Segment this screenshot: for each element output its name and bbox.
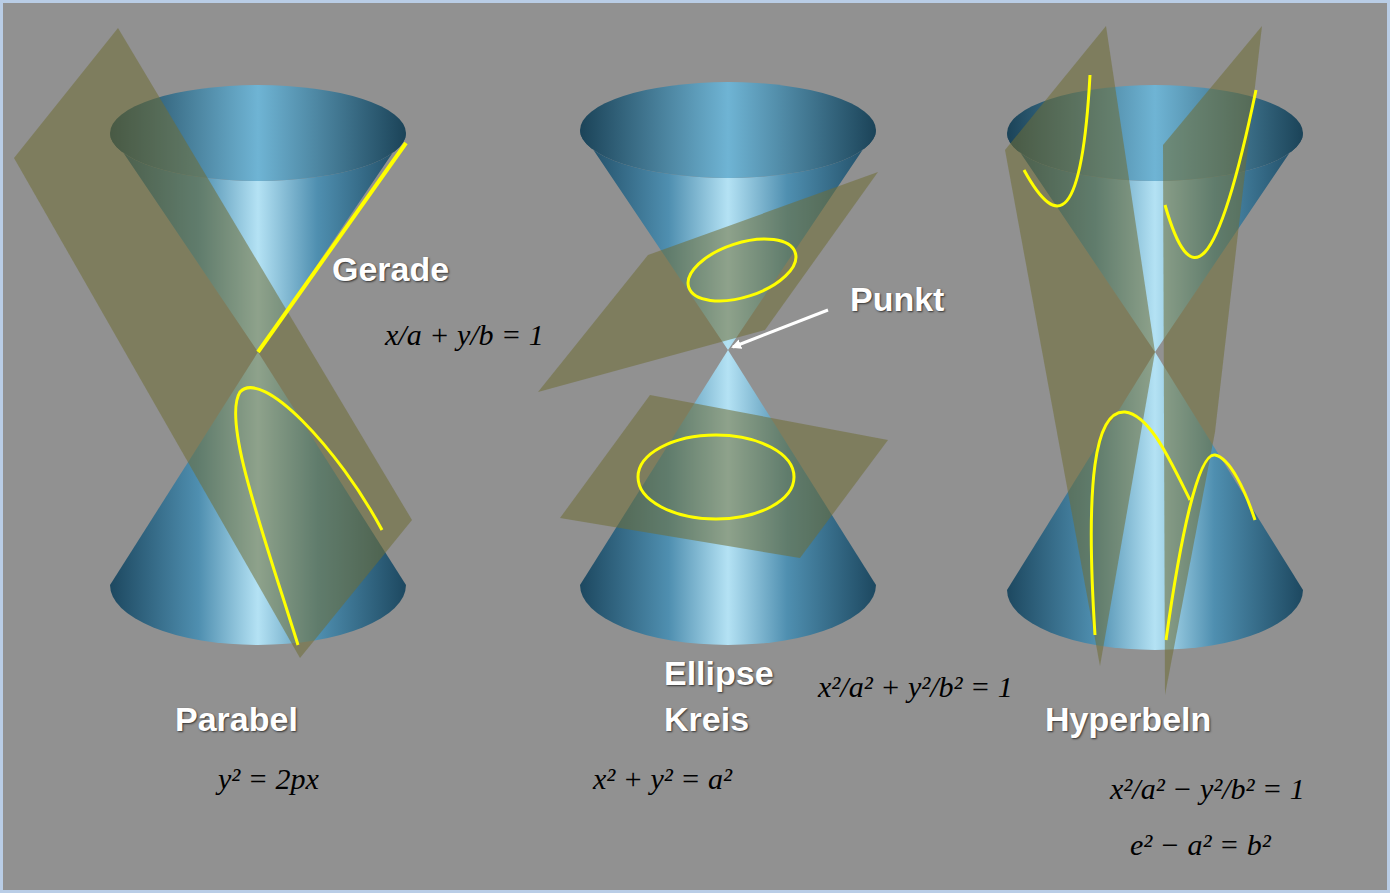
pointer-arrow: [733, 310, 828, 347]
equation: e² − a² = b²: [1130, 828, 1271, 862]
section-name: Ellipse: [664, 654, 774, 693]
equation: x² + y² = a²: [593, 762, 732, 796]
equation: x/a + y/b = 1: [385, 318, 544, 352]
equation: x²/a² + y²/b² = 1: [818, 670, 1013, 704]
hyperbola-curve: [1024, 75, 1090, 206]
circle-curve: [638, 435, 794, 519]
cutting-plane: [538, 172, 878, 392]
cutting-plane: [1005, 26, 1155, 666]
cutting-plane: [14, 28, 412, 658]
cutting-plane: [1163, 26, 1262, 695]
parabola-curve: [236, 388, 382, 645]
section-name: Kreis: [664, 700, 749, 739]
ellipse-curve: [680, 227, 803, 313]
hyperbola-curve: [1091, 412, 1190, 635]
section-name: Parabel: [175, 700, 298, 739]
section-name: Punkt: [850, 280, 944, 319]
section-name: Gerade: [332, 250, 449, 289]
equation: x²/a² − y²/b² = 1: [1110, 772, 1305, 806]
section-name: Hyperbeln: [1045, 700, 1211, 739]
cutting-plane: [560, 395, 888, 558]
equation: y² = 2px: [218, 762, 319, 796]
hyperbola-curve: [1165, 90, 1256, 258]
hyperbola-curve: [1166, 455, 1255, 640]
line-section: [258, 143, 406, 352]
